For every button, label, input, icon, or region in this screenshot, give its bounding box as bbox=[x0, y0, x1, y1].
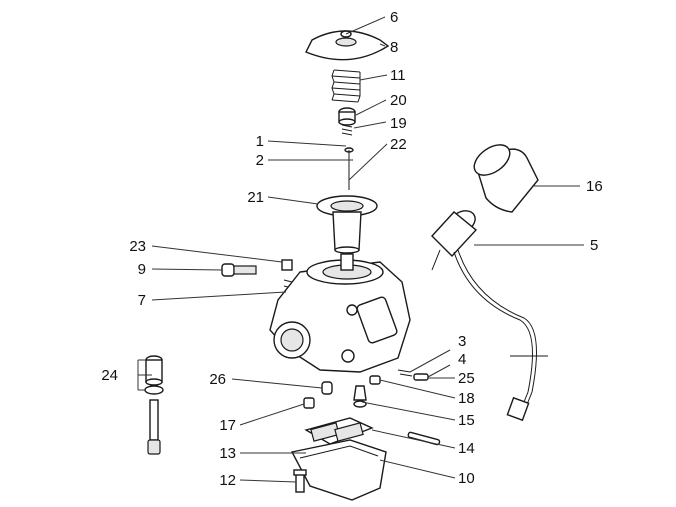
callout-3: 3 bbox=[458, 333, 466, 350]
callout-19: 19 bbox=[390, 115, 407, 132]
part-float-bowl bbox=[290, 439, 387, 501]
callout-12: 12 bbox=[219, 472, 236, 489]
callout-18: 18 bbox=[458, 390, 475, 407]
part-spring bbox=[331, 69, 361, 103]
part-diaphragm-piston bbox=[316, 195, 378, 254]
part-small-spring bbox=[341, 124, 353, 136]
callout-21: 21 bbox=[247, 189, 264, 206]
part-mixture-screw bbox=[397, 369, 429, 381]
callout-22: 22 bbox=[390, 136, 407, 153]
callout-14: 14 bbox=[458, 440, 475, 457]
leader-lines bbox=[137, 16, 584, 483]
part-float bbox=[304, 417, 374, 445]
callout-20: 20 bbox=[390, 92, 407, 109]
callout-6: 6 bbox=[390, 9, 398, 26]
callout-10: 10 bbox=[458, 470, 475, 487]
part-screw-large bbox=[221, 263, 257, 277]
part-float-assembly bbox=[144, 355, 164, 455]
callout-16: 16 bbox=[586, 178, 603, 195]
callout-24: 24 bbox=[101, 367, 118, 384]
callout-17: 17 bbox=[219, 417, 236, 434]
part-spring-seat bbox=[338, 107, 356, 126]
callout-23: 23 bbox=[129, 238, 146, 255]
callout-1: 1 bbox=[256, 133, 264, 150]
part-rubber-boot bbox=[473, 144, 539, 213]
part-jet-needle bbox=[344, 147, 354, 190]
callout-25: 25 bbox=[458, 370, 475, 387]
callout-4: 4 bbox=[458, 351, 466, 368]
callout-15: 15 bbox=[458, 412, 475, 429]
callout-11: 11 bbox=[390, 67, 406, 84]
callout-5: 5 bbox=[590, 237, 598, 254]
part-bowl-screw bbox=[293, 469, 307, 493]
part-auto-choke bbox=[431, 210, 548, 422]
callout-9: 9 bbox=[138, 261, 146, 278]
callout-7: 7 bbox=[138, 292, 146, 309]
part-pilot-jet bbox=[303, 397, 315, 409]
callout-13: 13 bbox=[219, 445, 236, 462]
callout-26: 26 bbox=[209, 371, 226, 388]
callout-2: 2 bbox=[256, 152, 264, 169]
part-jets bbox=[321, 375, 381, 408]
callout-8: 8 bbox=[390, 39, 398, 56]
part-carburetor-body bbox=[269, 253, 411, 373]
part-top-cover bbox=[305, 30, 390, 61]
